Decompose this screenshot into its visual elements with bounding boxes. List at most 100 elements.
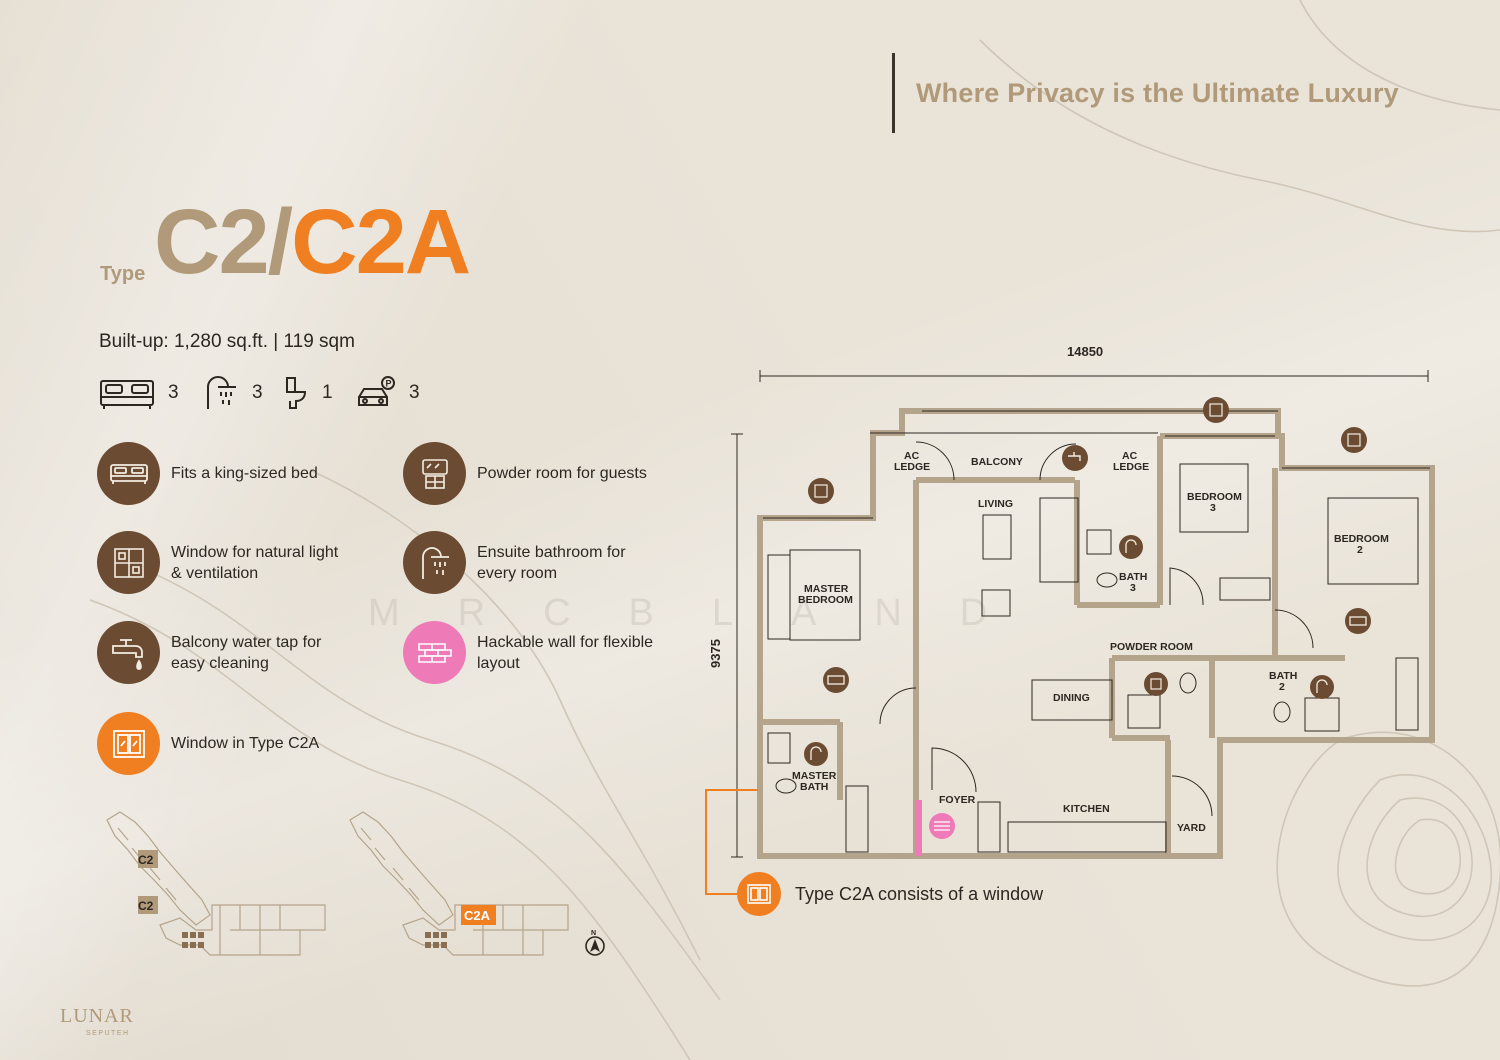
feature-label: Window in Type C2A (171, 735, 320, 752)
room-ac-ledge-left: AC (904, 450, 920, 462)
bed-icon (823, 667, 849, 693)
brand-logo: LUNAR (60, 1005, 134, 1027)
feature-window-light: Window for natural light & ventilation (97, 531, 351, 594)
tagline-divider (892, 53, 895, 133)
feature-tap-badge (97, 621, 160, 684)
svg-text:P: P (386, 379, 392, 389)
room-dining: DINING (1053, 692, 1090, 704)
keyplan-c2a-label: C2A (464, 908, 491, 923)
shower-icon (1119, 535, 1143, 559)
car-parking-icon: P (358, 376, 395, 406)
keyplan-c2-top-label: C2 (138, 853, 154, 867)
room-bedroom2: BEDROOM (1334, 533, 1389, 545)
tagline: Where Privacy is the Ultimate Luxury (916, 78, 1399, 108)
window-icon (1203, 397, 1229, 423)
keyplan-c2-bottom-unit (138, 896, 158, 914)
feature-bed-badge (97, 442, 160, 505)
c2a-note-badge (737, 872, 781, 916)
powder-room-icon (421, 458, 448, 489)
room-bath2: BATH (1269, 670, 1297, 682)
feature-ensuite-bath: Ensuite bathroom for every room (403, 531, 657, 594)
room-bath2-num: 2 (1279, 681, 1285, 693)
width-dimension: 14850 (1067, 344, 1103, 359)
feature-label: Powder room for guests (477, 465, 647, 482)
room-bedroom3: BEDROOM (1187, 491, 1242, 503)
depth-dimension: 9375 (708, 639, 723, 668)
feature-label: Window for natural light & ventilation (171, 543, 339, 582)
bed-icon (109, 463, 148, 484)
spec-parking: P 3 (356, 375, 420, 411)
watermark: MRCBLAND (368, 592, 1046, 634)
feature-powder-badge (403, 442, 466, 505)
title-slash: / (267, 191, 294, 293)
plan-markers (804, 397, 1371, 839)
room-bedroom3-num: 3 (1210, 502, 1216, 514)
keyplan-c2a-unit (461, 905, 496, 925)
c2a-window-icon (747, 884, 771, 904)
feature-king-bed: Fits a king-sized bed (97, 442, 351, 505)
feature-c2a-window: Window in Type C2A (97, 712, 351, 775)
hackable-wall-marker (916, 800, 922, 856)
room-balcony: BALCONY (971, 456, 1023, 468)
shower-icon (1310, 675, 1334, 699)
room-bedroom2-num: 2 (1357, 544, 1363, 556)
room-ac-ledge-right-2: LEDGE (1113, 461, 1149, 473)
builtup-area: Built-up: 1,280 sq.ft. | 119 sqm (99, 331, 355, 352)
shower-icon (207, 376, 236, 409)
room-bath3: BATH (1119, 571, 1147, 583)
room-master-bath-2: BATH (800, 781, 828, 793)
c2a-window-icon (112, 729, 145, 758)
feature-c2a-badge (97, 712, 160, 775)
spec-bedrooms: 3 (98, 375, 179, 411)
water-tap-icon (1062, 445, 1088, 471)
room-master-bedroom: MASTER (804, 583, 849, 595)
brick-wall-icon (417, 642, 452, 663)
unit-type-title: C2/C2A (154, 196, 471, 288)
north-arrow-icon (585, 936, 605, 956)
room-living: LIVING (978, 498, 1013, 510)
bed-icon (100, 380, 154, 409)
brand-sub: SEPUTEH (86, 1030, 130, 1037)
room-foyer: FOYER (939, 794, 976, 806)
water-tap-icon (111, 638, 143, 670)
spec-powder-rooms: 1 (284, 375, 333, 411)
feature-water-tap: Balcony water tap for easy cleaning (97, 621, 351, 684)
room-powder-room: POWDER ROOM (1110, 641, 1193, 653)
feature-shower-badge (403, 531, 466, 594)
north-label: N (591, 930, 596, 937)
room-ac-ledge-right: AC (1122, 450, 1138, 462)
shower-icon (421, 546, 449, 579)
keyplan-c2-top-unit (138, 850, 158, 868)
powder-room-icon (1144, 672, 1168, 696)
room-yard: YARD (1177, 822, 1206, 834)
spec-parking-count: 3 (409, 382, 420, 403)
room-master-bedroom-2: BEDROOM (798, 594, 853, 606)
window-icon (113, 547, 144, 578)
window-icon (808, 478, 834, 504)
room-ac-ledge-left-2: LEDGE (894, 461, 930, 473)
feature-window-badge (97, 531, 160, 594)
title-c2: C2 (154, 191, 270, 293)
feature-label: Hackable wall for flexible layout (477, 633, 654, 672)
c2a-note-text: Type C2A consists of a window (795, 883, 1044, 904)
feature-hackable-wall: Hackable wall for flexible layout (403, 621, 657, 684)
title-c2a: C2A (291, 191, 471, 293)
feature-label: Fits a king-sized bed (171, 465, 318, 482)
spec-bathrooms-count: 3 (252, 382, 263, 403)
feature-wall-badge (403, 621, 466, 684)
feature-powder-room: Powder room for guests (403, 442, 657, 505)
room-kitchen: KITCHEN (1063, 803, 1110, 815)
bed-icon (1345, 608, 1371, 634)
spec-bathrooms: 3 (204, 375, 263, 411)
room-bath3-num: 3 (1130, 582, 1136, 594)
keyplan-c2-bottom-label: C2 (138, 899, 154, 913)
room-master-bath: MASTER (792, 770, 837, 782)
window-icon (1341, 427, 1367, 453)
feature-label: Balcony water tap for easy cleaning (171, 633, 322, 672)
type-label: Type (100, 263, 146, 285)
feature-label: Ensuite bathroom for every room (477, 543, 626, 582)
c2a-window-note: Type C2A consists of a window (737, 872, 1043, 916)
